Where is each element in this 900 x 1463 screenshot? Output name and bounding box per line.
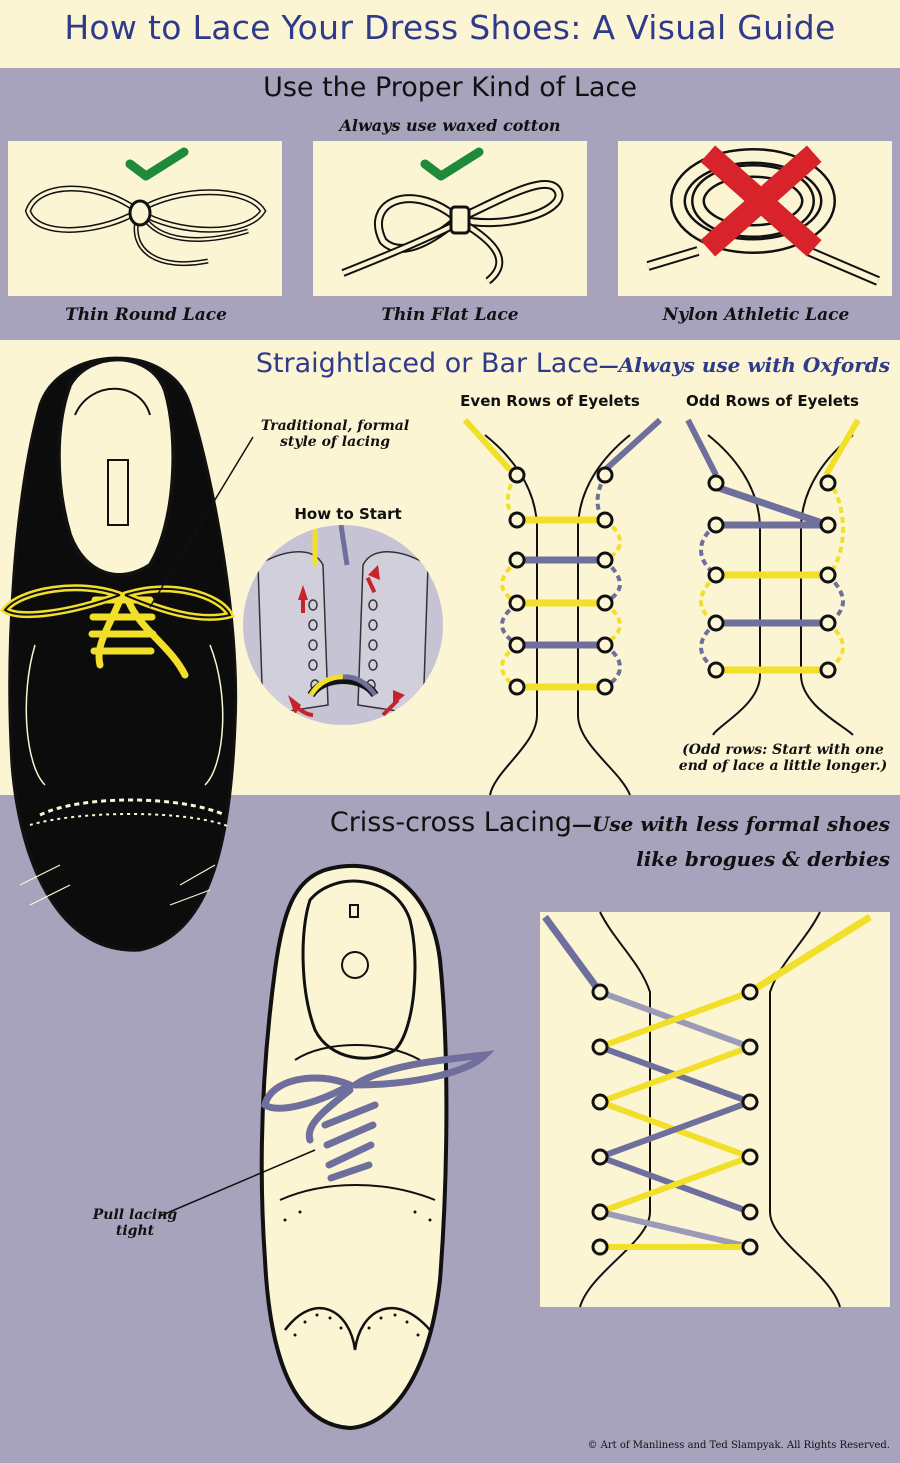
- title-band: [0, 0, 900, 68]
- page-title: How to Lace Your Dress Shoes: A Visual G…: [64, 8, 836, 47]
- even-rows-label: Even Rows of Eyelets: [460, 392, 640, 410]
- black-oxford-shoe: [0, 356, 238, 952]
- even-rows-diagram: [462, 417, 663, 796]
- bar-lace-heading: Straightlaced or Bar Lace—Always use wit…: [256, 348, 890, 379]
- criss-cross-diagram-panel: [540, 911, 890, 1308]
- criss-cross-diagram: [542, 911, 872, 1308]
- check-icon: [125, 147, 189, 181]
- odd-rows-note: (Odd rows: Start with one end of lace a …: [678, 742, 888, 774]
- thin-flat-lace-label: Thin Flat Lace: [381, 305, 519, 325]
- odd-rows-label: Odd Rows of Eyelets: [686, 392, 859, 410]
- nylon-athletic-lace-label: Nylon Athletic Lace: [662, 305, 850, 325]
- criss-cross-heading: Criss-cross Lacing—Use with less formal …: [200, 806, 890, 876]
- flat-lace-illustration: [341, 179, 564, 285]
- copyright-notice: © Art of Manliness and Ted Slampyak. All…: [587, 1440, 890, 1451]
- bar-lace-heading-suffix: —Always use with Oxfords: [598, 353, 890, 377]
- thin-round-lace-panel: [8, 141, 282, 296]
- thin-round-lace-label: Thin Round Lace: [65, 305, 227, 325]
- nylon-athletic-lace-panel: [618, 141, 892, 296]
- thin-flat-lace-panel: [313, 141, 587, 296]
- callout-line-traditional: [149, 436, 254, 608]
- how-to-start-diagram: [243, 525, 443, 725]
- how-to-start-label: How to Start: [294, 505, 402, 523]
- cream-brogue-shoe: [259, 864, 495, 1431]
- criss-cross-heading-main: Criss-cross Lacing: [329, 807, 572, 838]
- criss-cross-heading-suffix-1: —Use with less formal shoes: [571, 812, 890, 836]
- callout-line-pull: [159, 1149, 316, 1217]
- bar-lace-heading-main: Straightlaced or Bar Lace: [255, 348, 599, 379]
- lace-type-subheading: Always use waxed cotton: [339, 116, 561, 135]
- pull-tight-callout: Pull lacing tight: [92, 1207, 178, 1239]
- x-icon: [700, 145, 822, 257]
- check-icon: [420, 147, 484, 181]
- nylon-lace-illustration: [646, 148, 880, 286]
- traditional-callout: Traditional, formal style of lacing: [260, 418, 410, 450]
- odd-rows-diagram: [685, 418, 861, 736]
- criss-cross-heading-suffix-2: like brogues & derbies: [636, 847, 890, 871]
- round-lace-illustration: [24, 185, 267, 267]
- lace-type-heading: Use the Proper Kind of Lace: [263, 72, 637, 103]
